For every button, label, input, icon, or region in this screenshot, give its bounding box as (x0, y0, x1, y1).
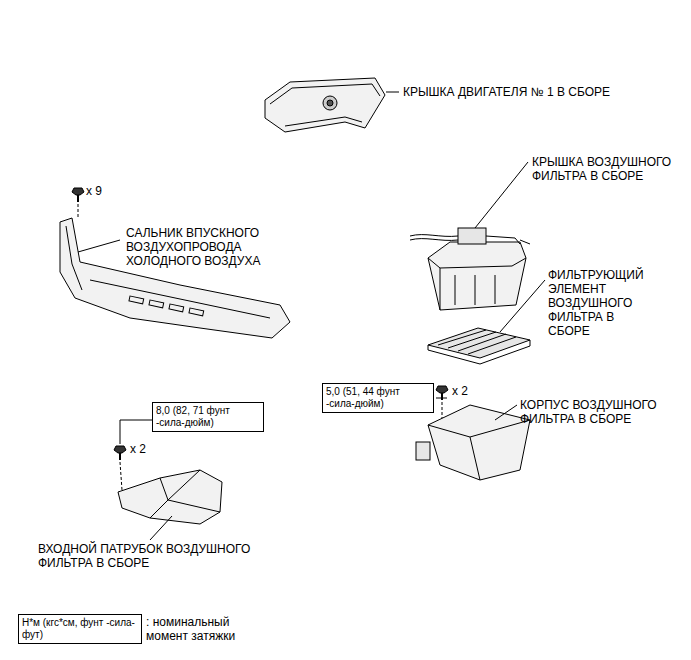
torque-value: 5,0 (51, 44 фунт -сила-дюйм) (326, 386, 430, 410)
part-label: САЛЬНИК ВПУСКНОГО ВОЗДУХОПРОВОДА ХОЛОДНО… (126, 226, 278, 268)
torque-box: 8,0 (82, 71 фунт -сила-дюйм) (152, 402, 264, 432)
torque-value: 8,0 (82, 71 фунт -сила-дюйм) (156, 405, 260, 429)
torque-box: 5,0 (51, 44 фунт -сила-дюйм) (322, 383, 434, 413)
bolt-symbol (72, 188, 84, 217)
part-label: ВХОДНОЙ ПАТРУБОК ВОЗДУШНОГО ФИЛЬТРА В СБ… (38, 542, 288, 570)
part-label: КРЫШКА ВОЗДУШНОГО ФИЛЬТРА В СБОРЕ (532, 155, 682, 183)
quantity-label: x 9 (86, 184, 126, 198)
part-label: : номинальный момент затяжки (146, 615, 256, 643)
quantity-label: x 2 (130, 442, 170, 456)
part-label: ФИЛЬТРУЮЩИЙ ЭЛЕМЕНТ ВОЗДУШНОГО ФИЛЬТРА В… (548, 268, 648, 338)
torque-value: Н*м (кгс*см, фунт -сила-фут) (22, 617, 138, 641)
part-label: КРЫШКА ДВИГАТЕЛЯ № 1 В СБОРЕ (403, 85, 673, 99)
torque-box: Н*м (кгс*см, фунт -сила-фут) (18, 614, 142, 644)
bolt-symbol (436, 386, 448, 418)
part-label: КОРПУС ВОЗДУШНОГО ФИЛЬТРА В СБОРЕ (520, 398, 680, 426)
quantity-label: x 2 (452, 384, 492, 398)
bolt-symbol (114, 446, 126, 490)
